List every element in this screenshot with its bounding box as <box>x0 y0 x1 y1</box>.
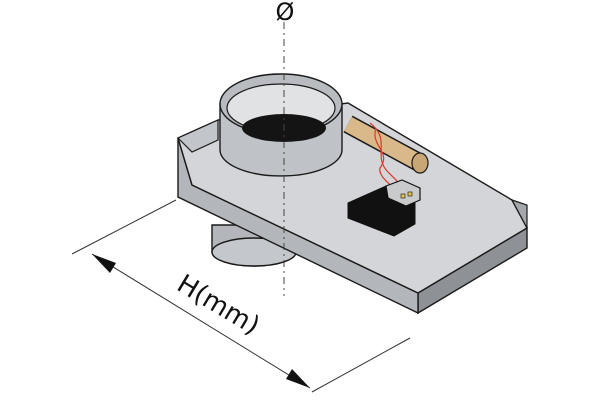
dimension-arrow <box>71 199 411 393</box>
diameter-symbol: Ø <box>276 0 295 26</box>
top-spigot <box>219 73 343 177</box>
height-label: H(mm) <box>172 269 265 341</box>
plate-left-lip <box>176 119 219 153</box>
actuator-box <box>347 179 421 237</box>
plate-right-lip <box>510 198 528 229</box>
shaft-rod <box>343 115 429 174</box>
